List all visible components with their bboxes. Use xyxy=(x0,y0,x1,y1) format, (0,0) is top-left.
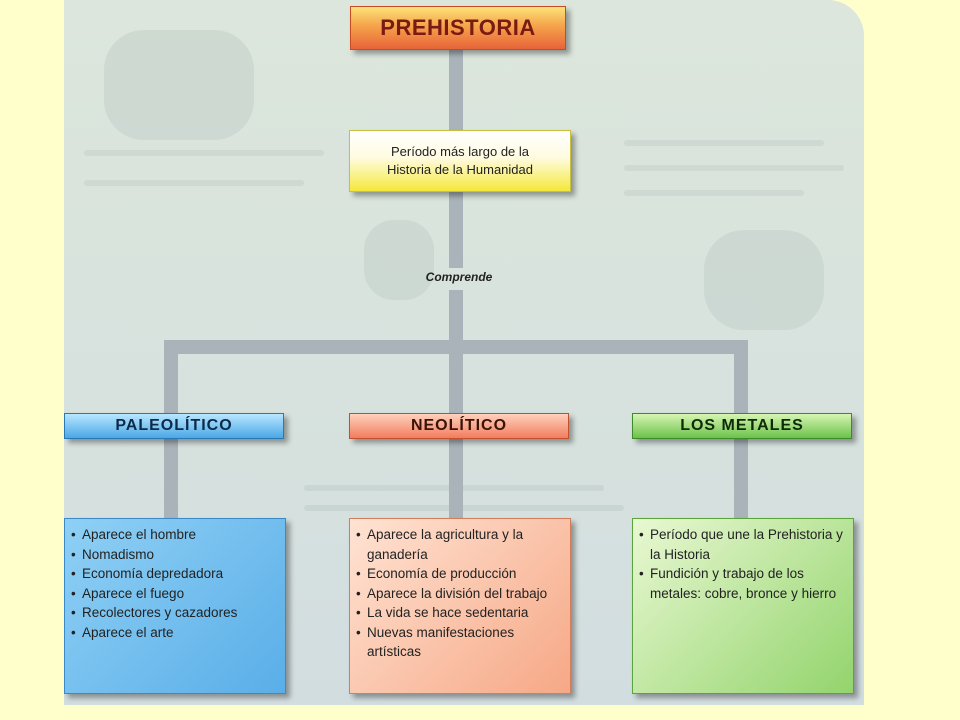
metales-header: LOS METALES xyxy=(632,413,852,439)
neolitico-header: NEOLÍTICO xyxy=(349,413,569,439)
connector-line xyxy=(164,439,178,518)
connector-label: Comprende xyxy=(425,270,493,284)
connector-line xyxy=(734,439,748,518)
stage-name: NEOLÍTICO xyxy=(410,417,508,434)
paleolitico-details: Aparece el hombre Nomadismo Economía dep… xyxy=(64,518,286,694)
definition-line: Historia de la Humanidad xyxy=(387,162,533,177)
list-item: Nomadismo xyxy=(71,545,237,565)
background-texture xyxy=(104,30,254,140)
background-texture xyxy=(624,140,824,146)
list-item: Aparece el hombre xyxy=(71,525,237,545)
background-texture xyxy=(304,505,624,511)
connector-line xyxy=(734,340,748,413)
paleolitico-header: PALEOLÍTICO xyxy=(64,413,284,439)
definition-line: Período más largo de la xyxy=(390,144,530,159)
neolitico-details: Aparece la agricultura y la ganadería Ec… xyxy=(349,518,571,694)
list-item: Período que une la Prehistoria y la Hist… xyxy=(639,525,847,564)
list-item: Fundición y trabajo de los metales: cobr… xyxy=(639,564,847,603)
diagram-canvas: PREHISTORIA Período más largo de la Hist… xyxy=(64,0,864,705)
list-item: Nuevas manifestaciones artísticas xyxy=(356,623,564,662)
stage-name: LOS METALES xyxy=(680,417,804,434)
metales-details: Período que une la Prehistoria y la Hist… xyxy=(632,518,854,694)
connector-line xyxy=(449,50,463,130)
paleolitico-list: Aparece el hombre Nomadismo Economía dep… xyxy=(71,525,237,642)
list-item: Aparece el fuego xyxy=(71,584,237,604)
metales-list: Período que une la Prehistoria y la Hist… xyxy=(639,525,847,603)
connector-line xyxy=(449,192,463,268)
connector-line xyxy=(164,340,178,413)
background-texture xyxy=(84,180,304,186)
background-texture xyxy=(364,220,434,300)
stage-name: PALEOLÍTICO xyxy=(115,417,233,434)
list-item: La vida se hace sedentaria xyxy=(356,603,564,623)
list-item: Economía de producción xyxy=(356,564,564,584)
list-item: Recolectores y cazadores xyxy=(71,603,237,623)
list-item: Aparece la división del trabajo xyxy=(356,584,564,604)
list-item: Aparece el arte xyxy=(71,623,237,643)
title-text: PREHISTORIA xyxy=(380,15,536,40)
list-item: Aparece la agricultura y la ganadería xyxy=(356,525,564,564)
background-texture xyxy=(84,150,324,156)
connector-line xyxy=(449,439,463,518)
connector-line xyxy=(164,340,748,354)
background-texture xyxy=(624,165,844,171)
neolitico-list: Aparece la agricultura y la ganadería Ec… xyxy=(356,525,564,662)
background-texture xyxy=(704,230,824,330)
list-item: Economía depredadora xyxy=(71,564,237,584)
background-texture xyxy=(624,190,804,196)
definition-box: Período más largo de la Historia de la H… xyxy=(349,130,571,192)
title-box: PREHISTORIA xyxy=(350,6,566,50)
